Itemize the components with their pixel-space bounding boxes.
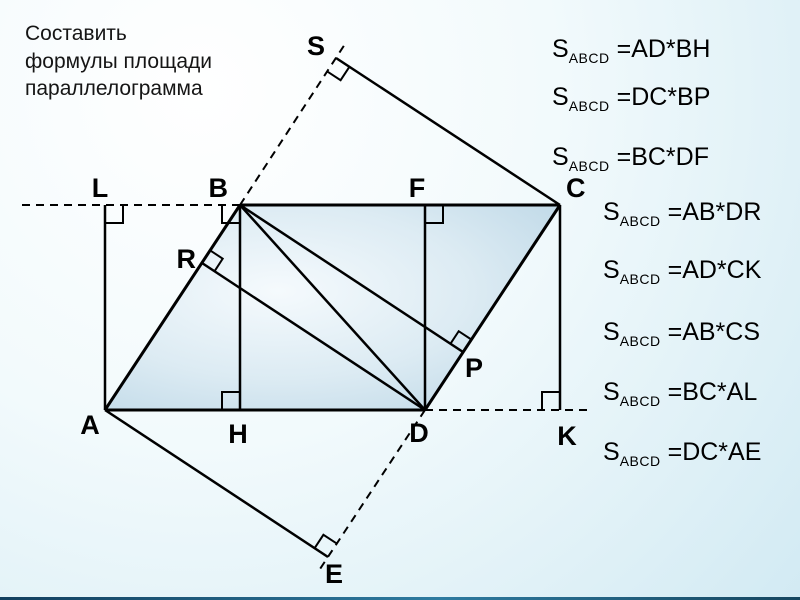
formula-symbol: S — [603, 198, 620, 226]
slide-title: Составить формулы площади параллелограмм… — [25, 22, 213, 101]
formula-expression: =AB*DR — [667, 198, 762, 226]
formula-subscript: ABCD — [619, 393, 661, 409]
point-label-r: R — [177, 244, 197, 274]
formula-row-4: SABCD =AB*DR — [603, 198, 761, 229]
formula-subscript: ABCD — [619, 271, 661, 287]
segment-cd — [423, 204, 562, 411]
diagonal-bd — [239, 204, 426, 411]
formula-expression: =DC*BP — [616, 83, 711, 111]
right-angle-mark-b — [221, 205, 240, 224]
formula-expression: =AD*BH — [616, 35, 711, 63]
right-angle-mark-h — [221, 391, 240, 410]
formula-subscript: ABCD — [568, 158, 610, 174]
formula-symbol: S — [603, 318, 620, 346]
dashed-line-bs — [239, 40, 348, 206]
formula-subscript: ABCD — [619, 333, 661, 349]
point-label-d: D — [409, 418, 429, 448]
formula-row-8: SABCD =DC*AE — [603, 438, 761, 469]
point-label-f: F — [409, 173, 426, 203]
formula-symbol: S — [603, 256, 620, 284]
formula-row-5: SABCD =AD*CK — [603, 256, 761, 287]
formula-row-3: SABCD =BC*DF — [552, 143, 709, 174]
point-label-h: H — [228, 419, 248, 449]
formula-row-1: SABCD =AD*BH — [552, 35, 710, 66]
point-label-e: E — [325, 559, 343, 589]
formula-symbol: S — [603, 438, 620, 466]
formula-row-7: SABCD =BC*AL — [603, 378, 757, 409]
right-angle-mark-s — [326, 66, 351, 82]
formula-subscript: ABCD — [568, 50, 610, 66]
formula-symbol: S — [603, 378, 620, 406]
formula-subscript: ABCD — [619, 453, 661, 469]
right-angle-mark-f — [425, 205, 444, 224]
right-angle-mark-e — [313, 533, 338, 549]
right-angle-mark-k — [541, 391, 560, 410]
formula-expression: =DC*AE — [667, 438, 762, 466]
formula-expression: =AB*CS — [667, 318, 761, 346]
right-angle-mark-r — [209, 249, 225, 272]
point-label-a: A — [80, 410, 100, 440]
formula-row-6: SABCD =AB*CS — [603, 318, 760, 349]
point-label-c: C — [566, 173, 586, 203]
point-label-k: K — [557, 421, 577, 451]
point-label-p: P — [465, 353, 483, 383]
point-label-b: B — [209, 173, 229, 203]
slide-bottom-border — [0, 597, 800, 600]
right-angle-mark-l — [105, 205, 124, 224]
height-bp — [239, 203, 464, 354]
segment-ab — [103, 204, 242, 411]
formula-symbol: S — [552, 83, 569, 111]
height-dr — [201, 261, 426, 412]
height-cs — [335, 56, 561, 207]
right-angle-mark-p — [449, 329, 472, 345]
formula-subscript: ABCD — [568, 98, 610, 114]
formula-row-2: SABCD =DC*BP — [552, 83, 710, 114]
dashed-line-de — [317, 409, 426, 573]
formula-symbol: S — [552, 35, 569, 63]
height-ae — [104, 408, 329, 559]
formula-expression: =BC*DF — [616, 143, 709, 171]
point-label-l: L — [92, 173, 109, 203]
formula-subscript: ABCD — [619, 213, 661, 229]
formula-expression: =AD*CK — [667, 256, 762, 284]
point-label-s: S — [307, 31, 325, 61]
formula-symbol: S — [552, 143, 569, 171]
formula-expression: =BC*AL — [667, 378, 758, 406]
